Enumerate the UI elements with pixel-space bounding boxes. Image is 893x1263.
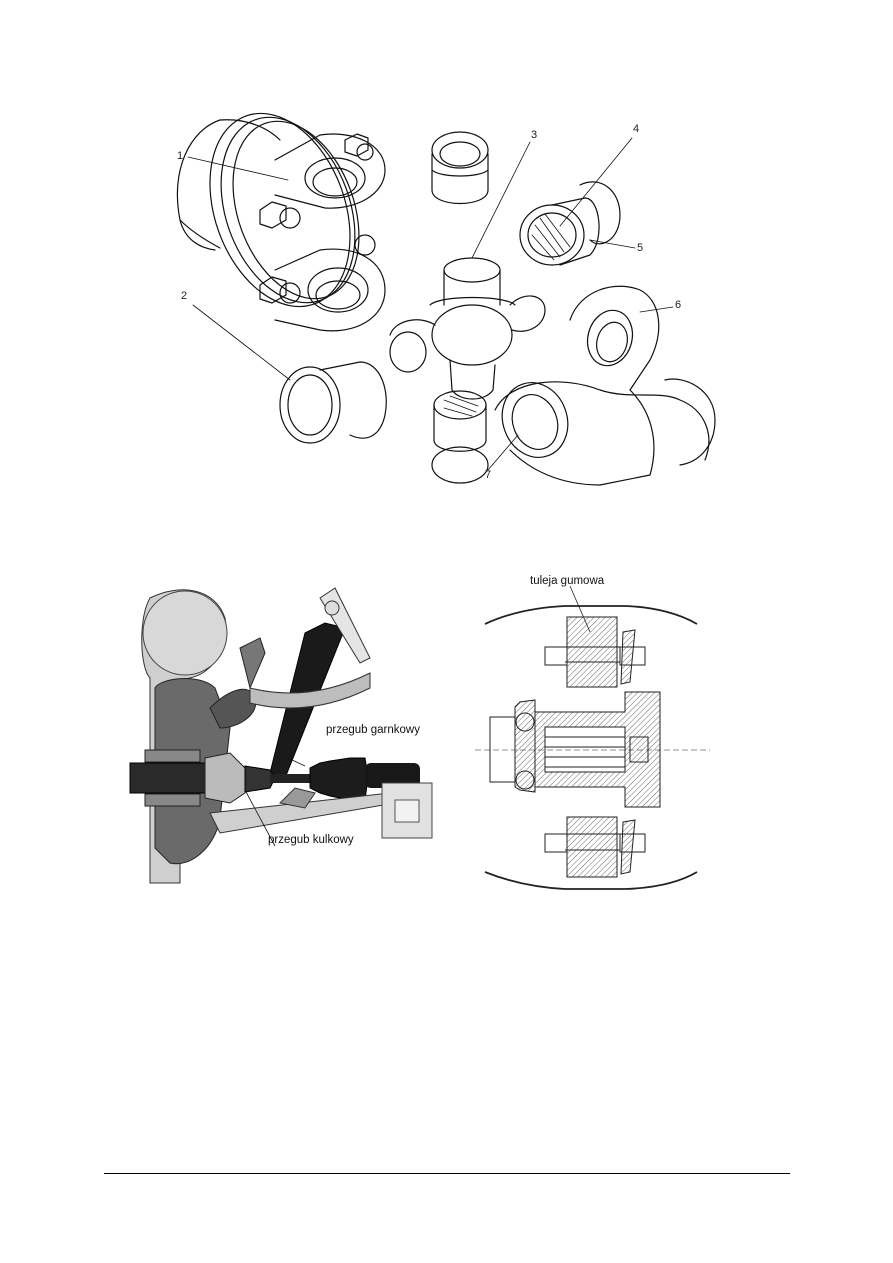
callout-3: 3	[531, 129, 538, 141]
callout-5: 5	[637, 242, 644, 254]
cardan-joint-drawing	[176, 112, 716, 486]
cardan-joint-exploded-diagram: 1 2 3 4 5 6 7	[160, 90, 720, 490]
drive-shaft-photo: przegub garnkowy przegub kulkowy	[120, 578, 450, 890]
label-przegub-kulkowy: przegub kulkowy	[268, 834, 354, 846]
label-przegub-garnkowy: przegub garnkowy	[326, 724, 420, 736]
callout-7: 7	[485, 469, 492, 481]
callout-4: 4	[633, 123, 640, 135]
callout-2: 2	[181, 290, 188, 302]
coupling-section-drawing	[475, 585, 710, 890]
callout-1: 1	[177, 150, 184, 162]
label-tuleja-gumowa: tuleja gumowa	[530, 575, 605, 587]
flexible-coupling-cross-section: tuleja gumowa	[475, 572, 710, 897]
footer-rule	[104, 1173, 790, 1174]
callout-6: 6	[675, 299, 682, 311]
drive-shaft-illustration	[129, 587, 433, 884]
